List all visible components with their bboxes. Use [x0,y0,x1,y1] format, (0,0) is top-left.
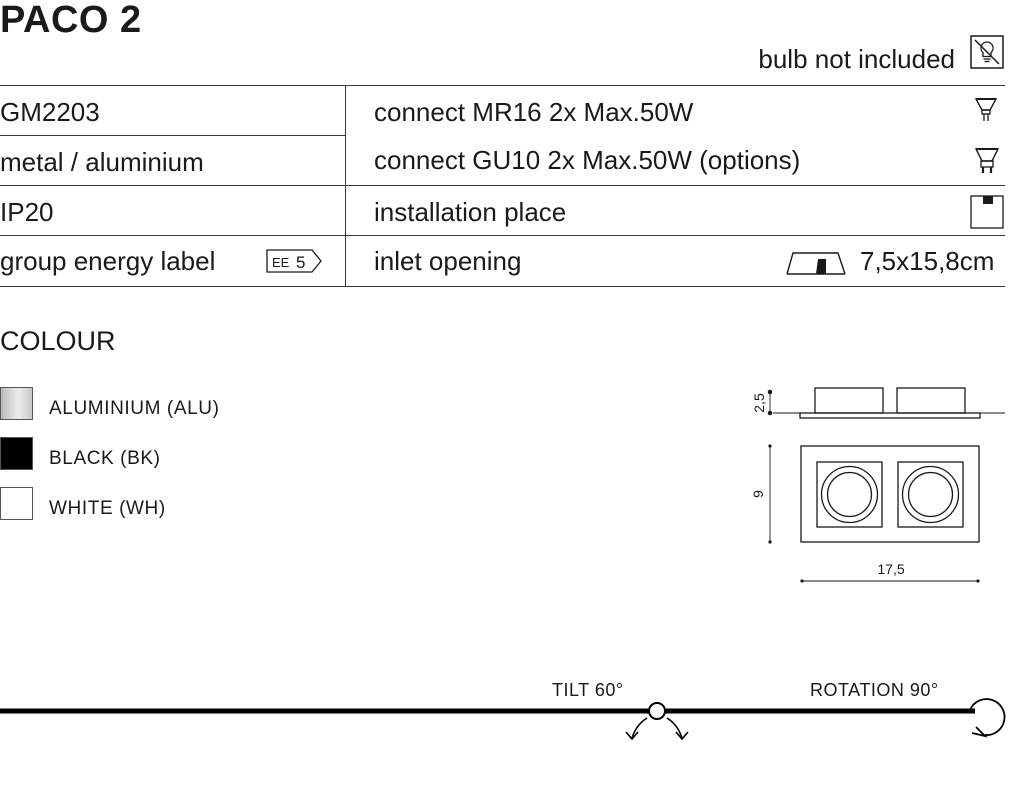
top-view [769,445,980,582]
energy-label-caption: group energy label [0,246,216,276]
tilt-icon [625,702,689,741]
colour-option-label: ALUMINIUM (ALU) [49,398,220,419]
inlet-opening-icon [786,252,846,275]
adjustment-bar [0,698,1006,741]
table-column-divider [345,86,346,286]
table-rule [0,235,1005,236]
inlet-opening-value: 7,5x15,8cm [860,246,995,276]
colour-heading: COLOUR [0,326,116,356]
rotation-icon [969,698,1006,738]
swatch-black[interactable] [0,437,33,470]
side-view [767,387,1005,419]
length-dimension: 17,5 [877,561,904,577]
ceiling-installation-icon [970,195,1004,229]
ip-rating: IP20 [0,197,54,227]
height-dimension: 2,5 [751,393,767,413]
gu10-bulb-icon [974,148,1000,173]
energy-label-badge: EE 5 [266,249,322,273]
installation-place-label: installation place [374,197,567,227]
product-code: GM2203 [0,97,100,127]
crossed-bulb-icon [970,35,1004,69]
table-rule [0,135,345,136]
mr16-bulb-icon [974,98,998,121]
swatch-aluminium[interactable] [0,387,33,420]
colour-option-label: WHITE (WH) [49,498,166,519]
width-dimension: 9 [750,490,766,498]
material: metal / aluminium [0,147,204,177]
rotation-label: ROTATION 90° [810,680,939,700]
inlet-opening-label: inlet opening [374,246,522,276]
table-top-rule [0,85,1005,86]
energy-label-value: 5 [296,253,305,272]
energy-label-prefix: EE [272,255,290,270]
product-title: PACO 2 [0,0,142,41]
table-bottom-rule [0,286,1005,287]
table-rule [0,185,1005,186]
bulb-not-included-note: bulb not included [758,44,955,74]
gu10-connection: connect GU10 2x Max.50W (options) [374,145,801,175]
technical-drawing: 2,5 9 17,5 [750,387,1005,583]
swatch-white[interactable] [0,487,33,520]
colour-option-label: BLACK (BK) [49,448,161,469]
tilt-label: TILT 60° [552,680,624,700]
mr16-connection: connect MR16 2x Max.50W [374,97,694,127]
